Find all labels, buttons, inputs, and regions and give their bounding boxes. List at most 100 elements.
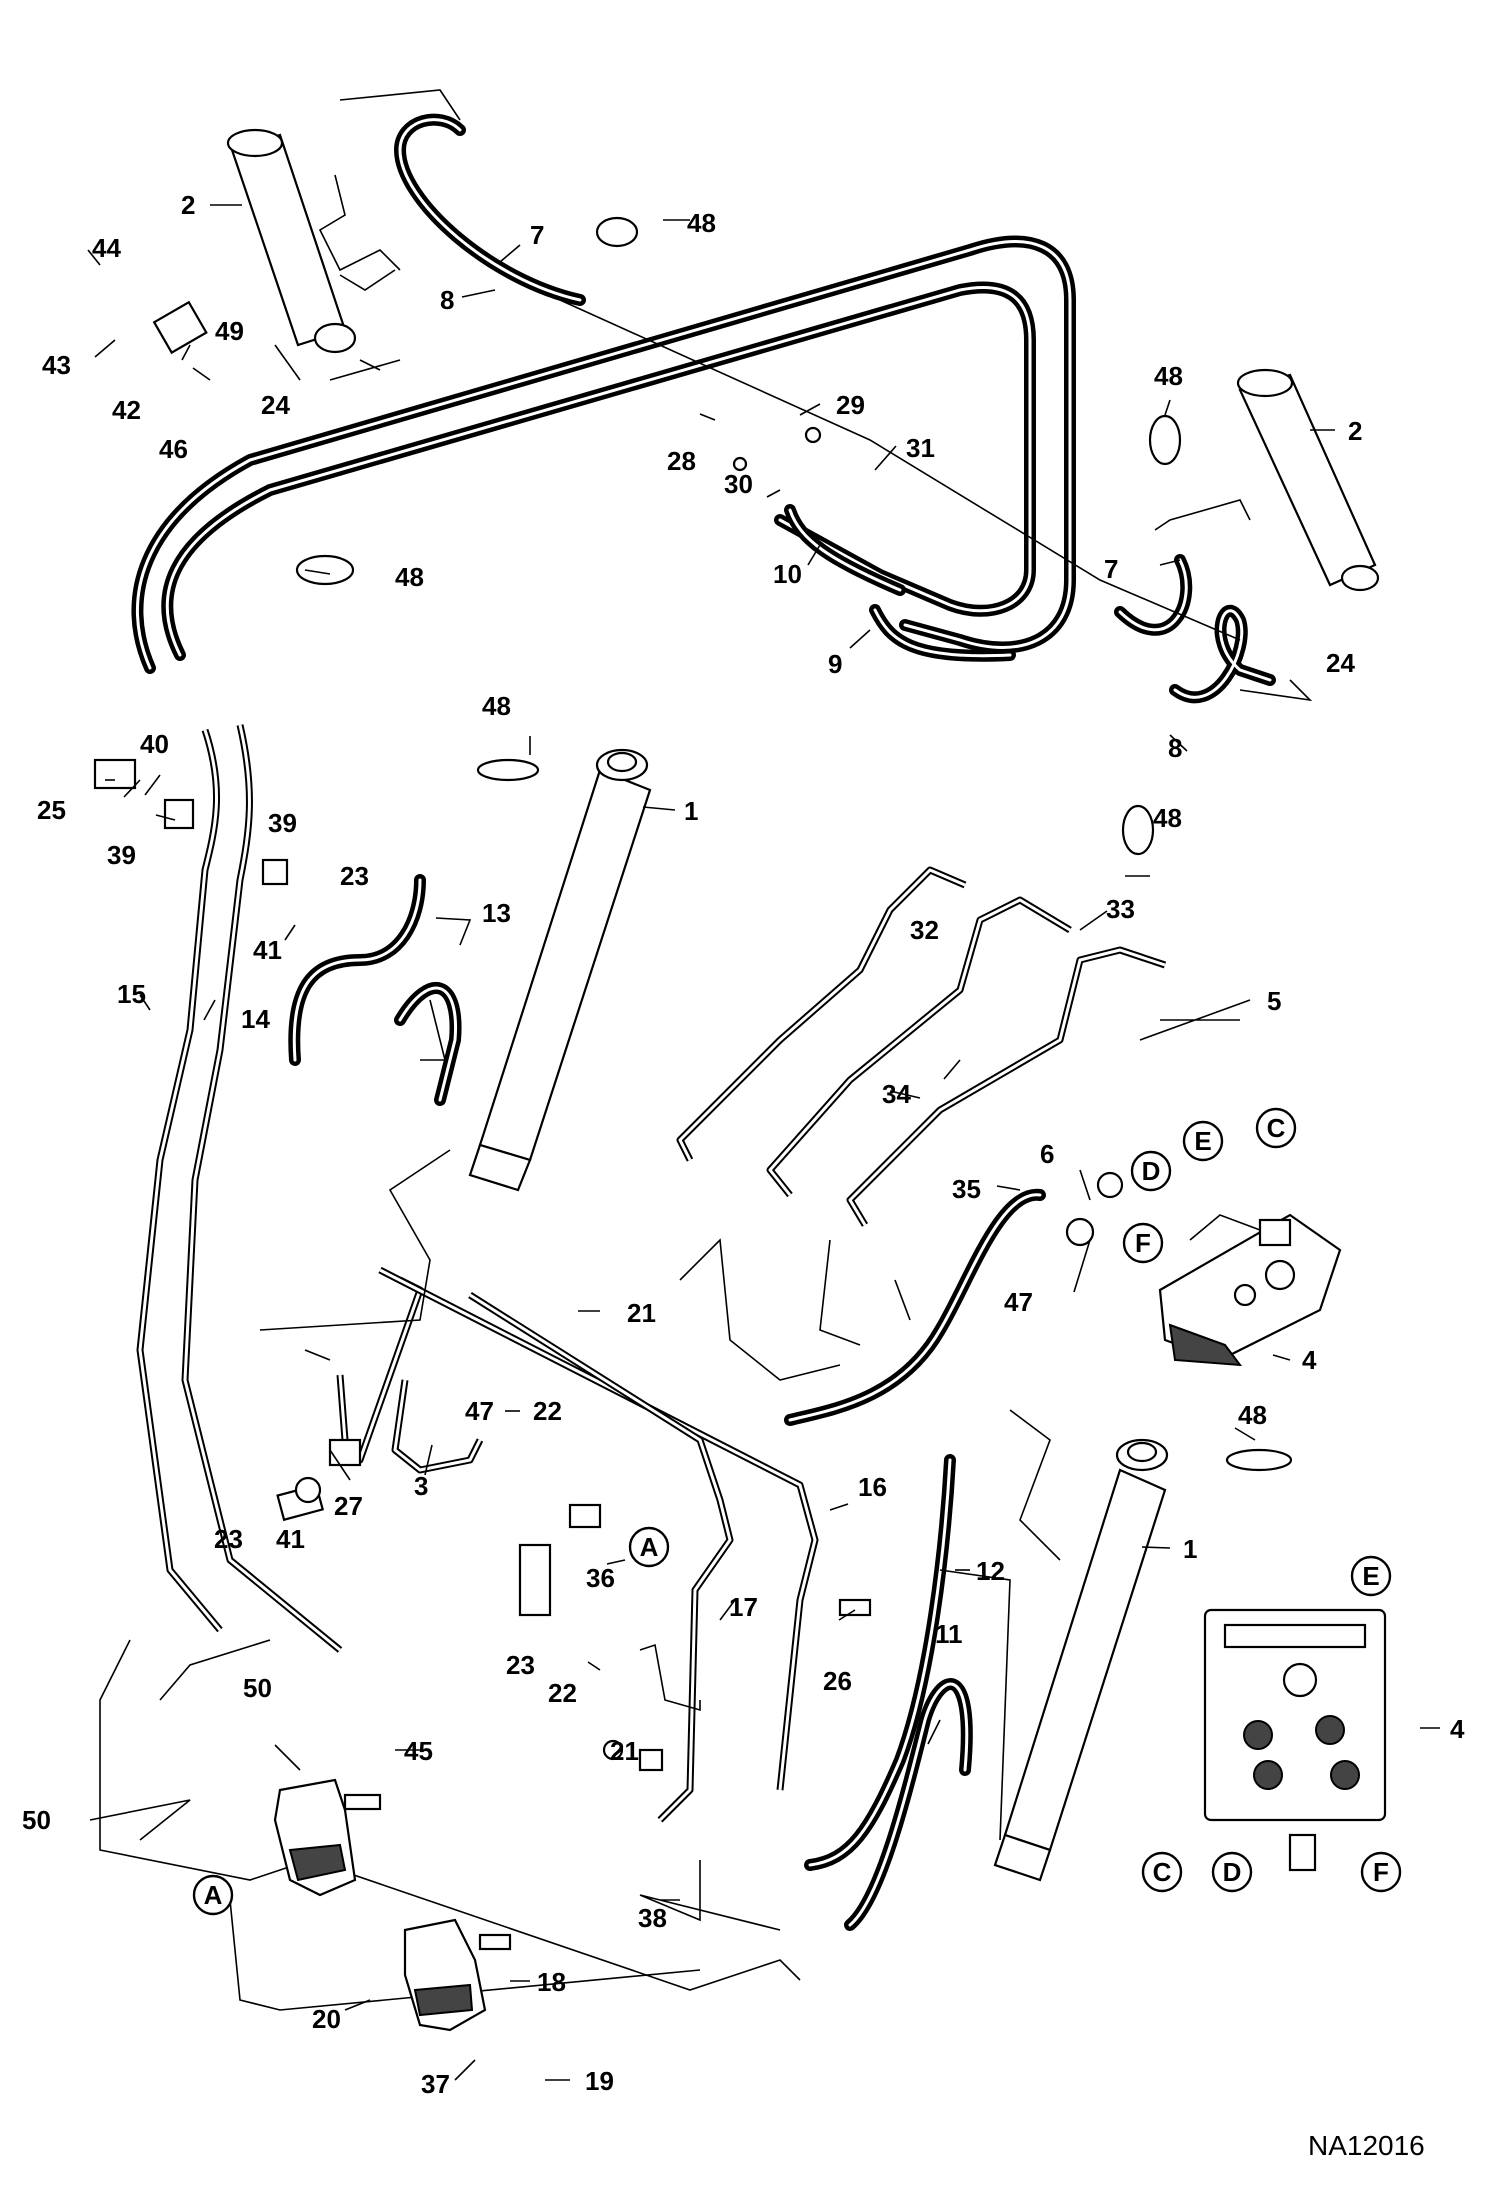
callout-35: 35 [952,1174,981,1204]
callout-1-lower: 1 [1183,1534,1197,1564]
ref-circle-c-top [1255,1107,1297,1149]
callout-4-detail: 4 [1450,1714,1465,1744]
hose-11-12 [804,1454,973,1931]
selector-valve-a [273,1778,382,1897]
callout-5: 5 [1267,986,1281,1016]
callout-15: 15 [117,979,146,1009]
callout-38: 38 [638,1903,667,1933]
callout-3: 3 [414,1471,428,1501]
callout-9: 9 [828,649,842,679]
callout-23-left: 23 [214,1524,243,1554]
ref-circle-d-detail [1211,1851,1253,1893]
callout-48-a: 48 [687,208,716,238]
callout-32: 32 [910,915,939,945]
callout-7-right: 7 [1104,554,1118,584]
drawing-code: NA12016 [1308,2130,1425,2161]
fittings [93,216,1293,1772]
lift-cylinder-lower-right [993,1438,1169,1882]
callout-22-upper: 22 [533,1396,562,1426]
hose-9-10 [784,504,1016,662]
callout-16: 16 [858,1472,887,1502]
callout-19: 19 [585,2066,614,2096]
callout-39-upper: 39 [268,808,297,838]
hose-7-8-upper-left [394,113,586,306]
callout-28: 28 [667,446,696,476]
callout-42: 42 [112,395,141,425]
reference-lines [99,89,1313,2011]
ref-circle-d-top [1130,1150,1172,1192]
callout-27: 27 [334,1491,363,1521]
callout-2-left: 2 [181,190,195,220]
callout-44: 44 [92,233,121,263]
ref-c-top-label: C [1267,1113,1286,1143]
callout-40: 40 [140,729,169,759]
ref-circle-a-top [628,1526,670,1568]
ref-circle-f-top [1122,1222,1164,1264]
ref-e-top-label: E [1194,1126,1211,1156]
hose-13 [288,874,462,1106]
callout-36: 36 [586,1563,615,1593]
callout-14: 14 [241,1004,270,1034]
callout-31: 31 [906,433,935,463]
callout-33: 33 [1106,894,1135,924]
callout-6: 6 [1040,1139,1054,1169]
callout-48-e: 48 [1153,803,1182,833]
callout-26: 26 [823,1666,852,1696]
ref-e-detail-label: E [1362,1561,1379,1591]
callout-2-right: 2 [1348,416,1362,446]
callout-46: 46 [159,434,188,464]
callout-48-c: 48 [482,691,511,721]
ref-c-detail-label: C [1153,1857,1172,1887]
callout-48-b: 48 [395,562,424,592]
ref-circle-f-detail [1360,1851,1402,1893]
callout-50-upper: 50 [243,1673,272,1703]
callout-23-upper: 23 [340,861,369,891]
lift-cylinder-upper-right [468,748,652,1192]
callout-41-lower: 41 [276,1524,305,1554]
callout-8-left: 8 [440,285,454,315]
callout-11: 11 [935,1619,963,1649]
steel-tubes [136,724,1167,1823]
ref-circle-e-top [1182,1120,1224,1162]
callout-18: 18 [537,1967,566,1997]
ref-a-top-label: A [640,1532,659,1562]
ref-f-top-label: F [1135,1228,1151,1258]
callout-17: 17 [729,1592,758,1622]
ref-circle-c-detail [1141,1851,1183,1893]
callout-1-upper: 1 [684,796,698,826]
callout-47-upper: 47 [1004,1287,1033,1317]
callout-leaders [87,204,1440,2081]
callout-4-top: 4 [1302,1345,1317,1375]
callout-43: 43 [42,350,71,380]
callout-8-right: 8 [1168,733,1182,763]
ref-f-detail-label: F [1373,1857,1389,1887]
callout-23-lower: 23 [506,1650,535,1680]
callout-25: 25 [37,795,66,825]
hose-35 [784,1188,1046,1426]
callout-10: 10 [773,559,802,589]
hose-7-8-right [1114,554,1276,704]
callout-50-left: 50 [22,1805,51,1835]
ref-circle-e-detail [1350,1555,1392,1597]
ref-d-top-label: D [1142,1156,1161,1186]
control-valve-detail [1203,1608,1387,1872]
callout-49: 49 [215,316,244,346]
control-valve-top [1158,1213,1342,1367]
callout-47-lower: 47 [465,1396,494,1426]
callout-7-left: 7 [530,220,544,250]
tilt-cylinder-upper-left [226,128,357,354]
connection-refs: A A C D E F E C D F [192,1107,1402,1916]
callout-29: 29 [836,390,865,420]
callout-22-lower: 22 [548,1678,577,1708]
callout-13: 13 [482,898,511,928]
tilt-cylinder-upper-right [1236,368,1380,592]
callout-34: 34 [882,1079,911,1109]
callout-24-left: 24 [261,390,290,420]
callout-37: 37 [421,2069,450,2099]
callout-45: 45 [404,1736,433,1766]
callout-24-right: 24 [1326,648,1355,678]
callout-21-lower: 21 [610,1736,639,1766]
loop-hoses [131,235,1076,674]
selector-valve-18 [403,1918,512,2032]
